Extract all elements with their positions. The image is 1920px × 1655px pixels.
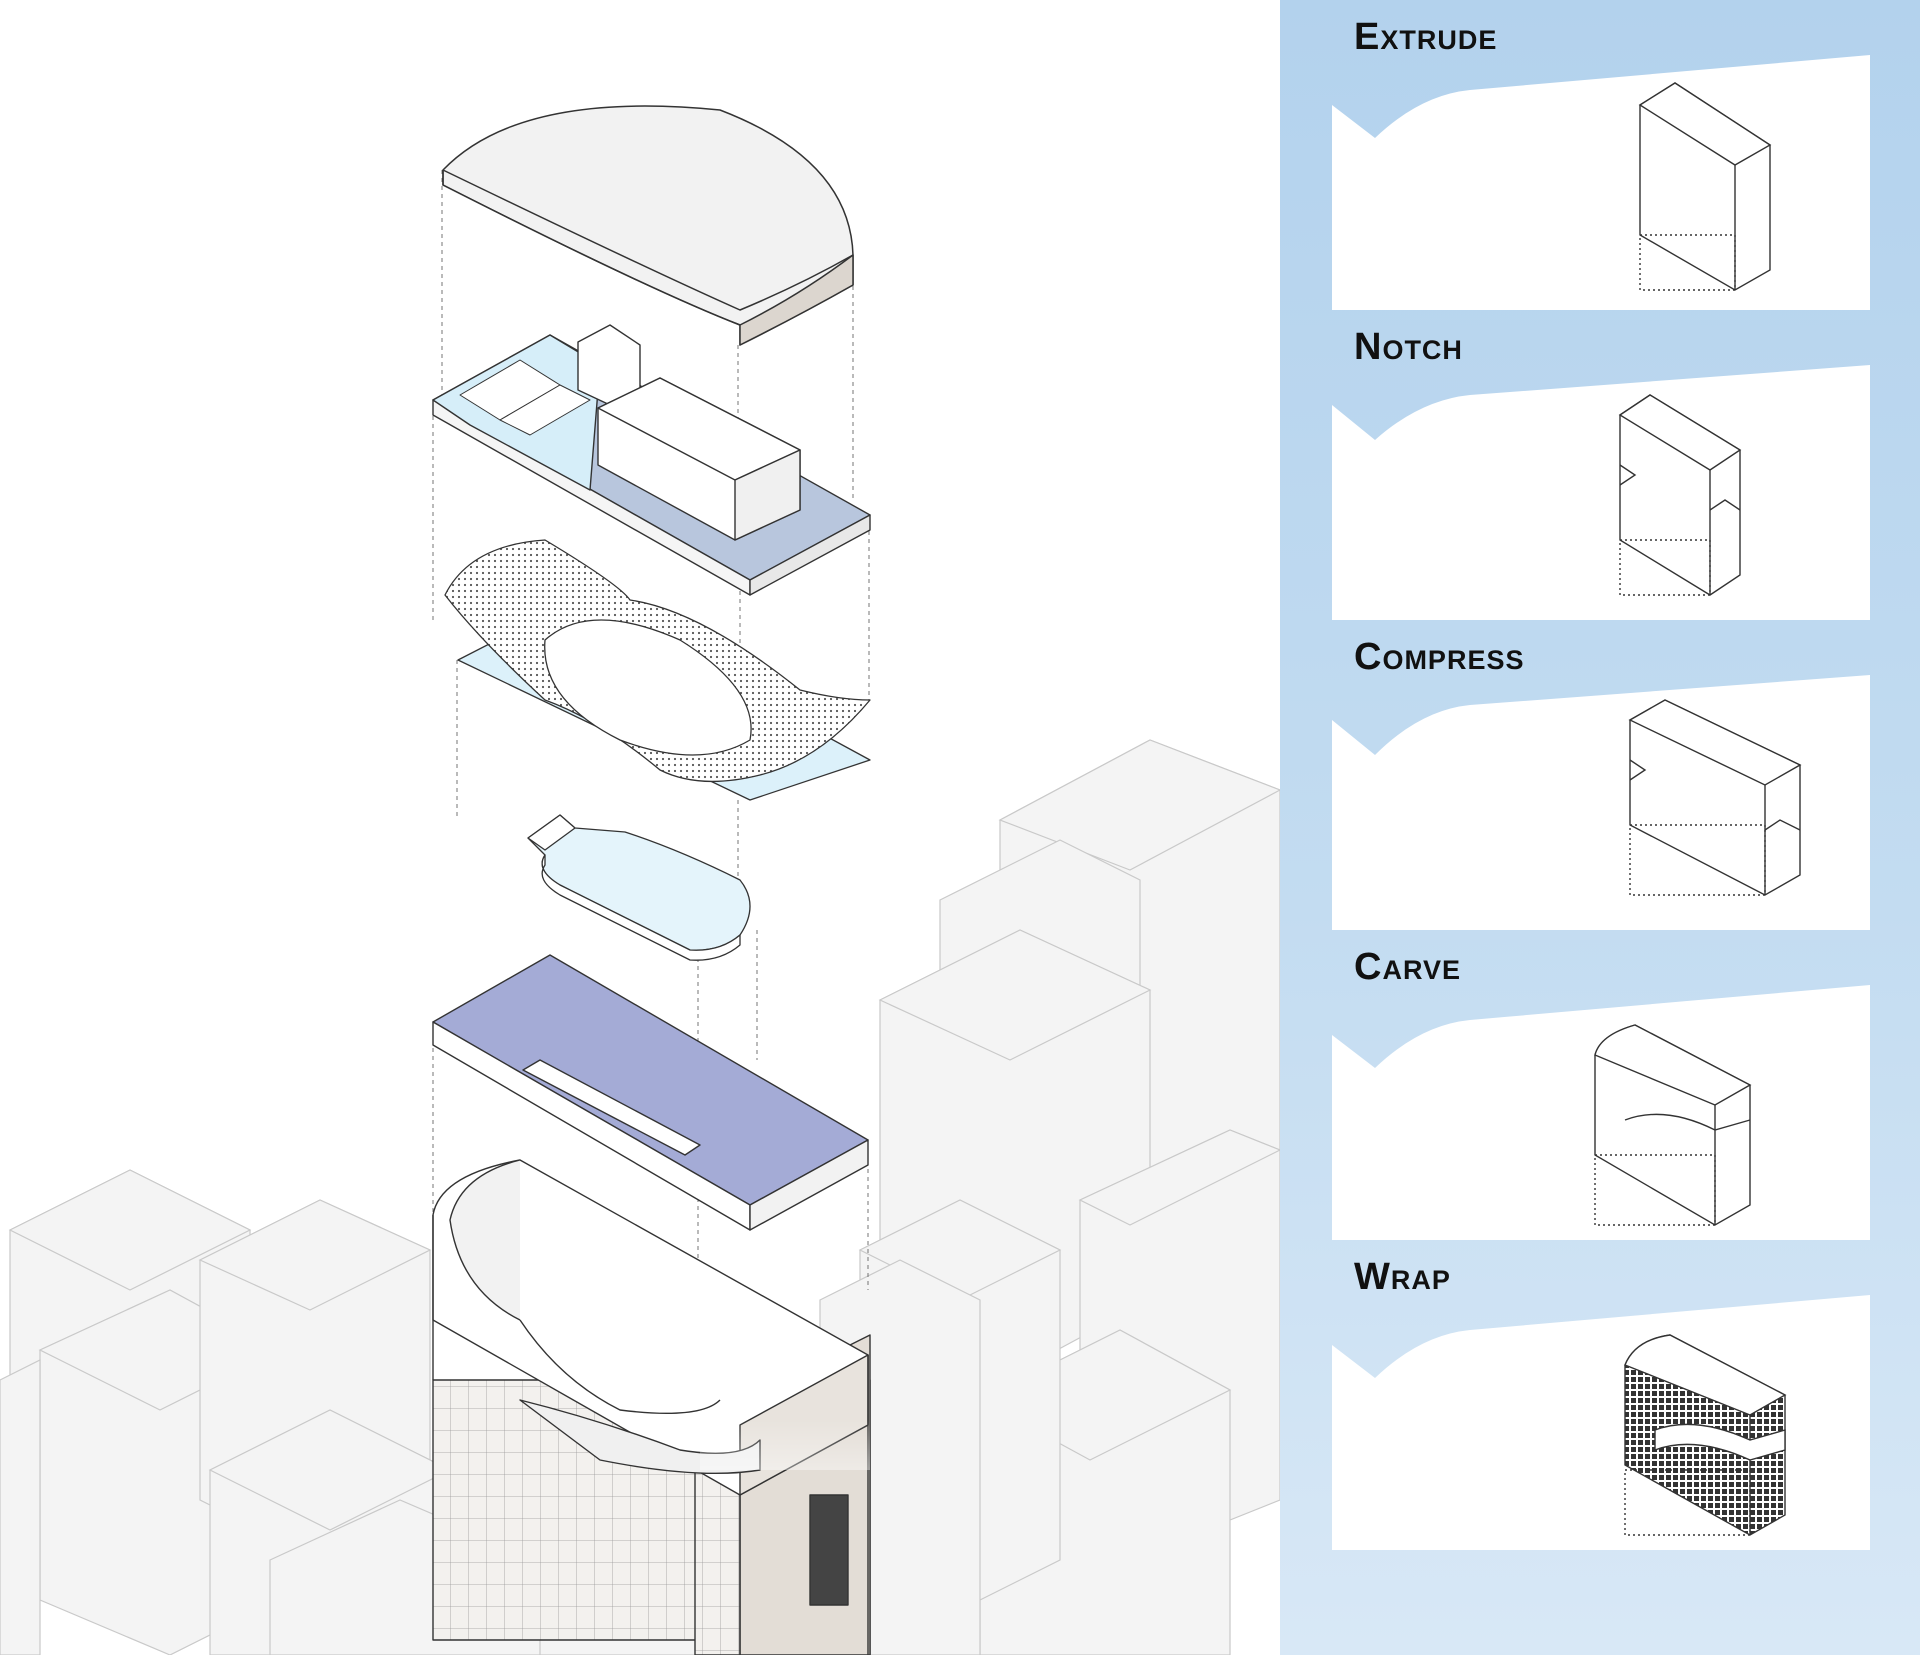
stadium-bowl-layer	[444, 539, 871, 801]
carved-block-icon	[1594, 1024, 1752, 1226]
roof-layer	[442, 105, 854, 346]
pool-layer	[527, 814, 751, 961]
step-title: Notch	[1354, 326, 1463, 368]
step-carve: Carve	[1280, 930, 1920, 1240]
compressed-block-icon	[1628, 699, 1802, 896]
step-notch: Notch	[1280, 310, 1920, 620]
step-title: Compress	[1354, 636, 1525, 678]
tower-base	[432, 1159, 871, 1655]
step-wrap: Wrap	[1280, 1240, 1920, 1550]
step-title: Wrap	[1354, 1256, 1451, 1298]
notched-block-icon	[1618, 394, 1742, 596]
extruded-block-icon	[1638, 82, 1772, 291]
wrapped-block-icon	[1624, 1334, 1787, 1536]
step-title: Extrude	[1354, 16, 1498, 58]
massing-steps-panel: Extrude Notch	[1280, 0, 1920, 1655]
step-title: Carve	[1354, 946, 1461, 988]
alignment-lines	[432, 170, 870, 1290]
program-layer	[432, 324, 871, 596]
floor-plate-layer	[432, 954, 869, 1231]
exploded-axonometric-diagram	[0, 105, 1280, 1655]
step-compress: Compress	[1280, 620, 1920, 930]
step-extrude: Extrude	[1280, 0, 1920, 310]
